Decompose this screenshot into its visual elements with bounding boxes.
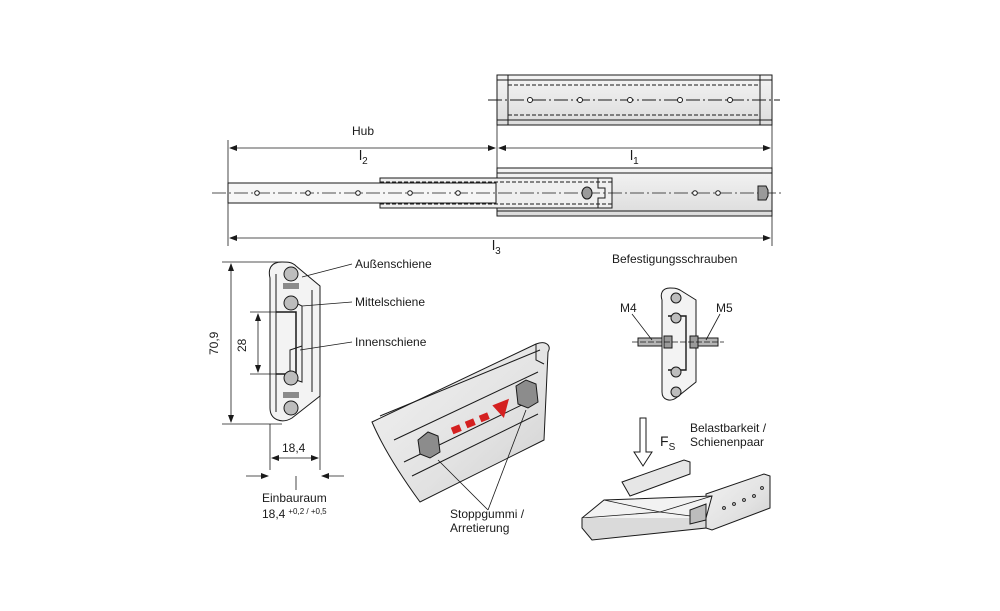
stoppgummi-label-2: Arretierung [450, 521, 509, 535]
aussenschiene-label: Außenschiene [355, 257, 432, 271]
stoppgummi-label-1: Stoppgummi / [450, 507, 525, 521]
innenschiene-label: Innenschiene [355, 335, 427, 349]
direction-arrow [450, 398, 510, 435]
dimension-l3 [227, 203, 773, 246]
l1-label: l1 [630, 147, 639, 167]
hub-label: Hub [352, 124, 374, 138]
belastbarkeit-label-2: Schienenpaar [690, 435, 764, 449]
belastbarkeit-label-1: Belastbarkeit / [690, 421, 767, 435]
inner-dim-label: 28 [235, 338, 249, 352]
m4-label: M4 [620, 301, 637, 315]
force-label: FS [660, 433, 676, 453]
perspective-channel [371, 342, 550, 511]
m5-label: M5 [716, 301, 733, 315]
l3-label: l3 [492, 237, 501, 257]
rail-extended-view [212, 167, 782, 217]
mittelschiene-label: Mittelschiene [355, 295, 425, 309]
l2-label: l2 [359, 147, 368, 167]
drawer-illustration [581, 459, 771, 541]
cross-section-dimensions [222, 261, 353, 490]
height-dim-label: 70,9 [207, 331, 221, 355]
befestigung-label: Befestigungsschrauben [612, 252, 737, 266]
cross-section [268, 261, 321, 422]
rail-closed-view [488, 74, 780, 126]
load-arrow [633, 417, 653, 467]
width-dim-label: 18,4 [282, 441, 306, 455]
screw-section [631, 287, 724, 401]
einbauraum-value: 18,4+0,2 / +0,5 [262, 507, 327, 521]
einbauraum-label: Einbauraum [262, 491, 327, 505]
